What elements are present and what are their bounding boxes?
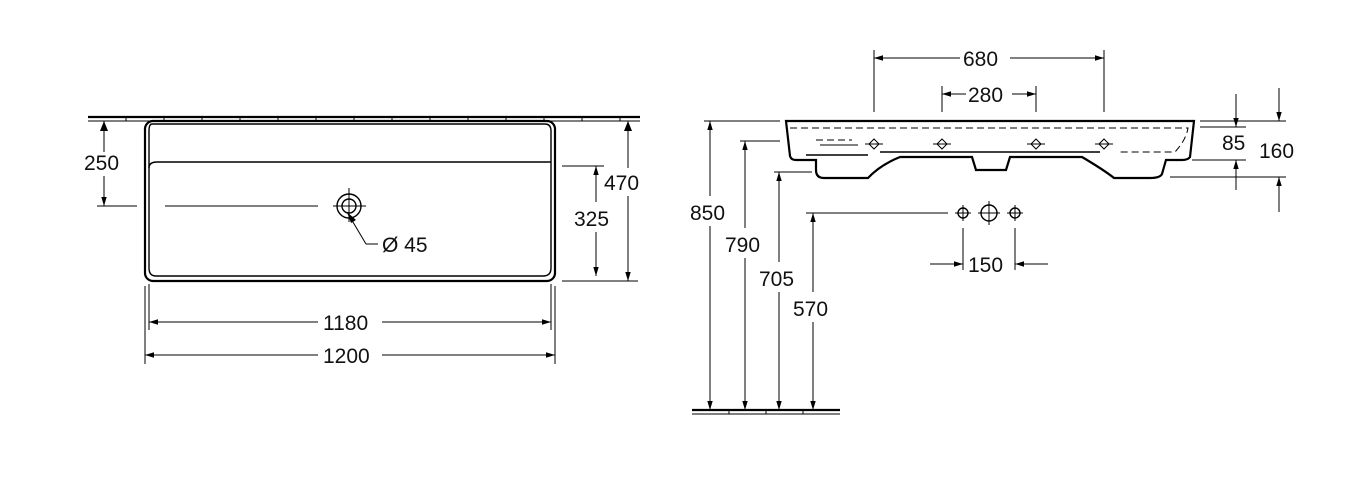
dim-680: 680	[963, 48, 998, 71]
basin-outline-side	[784, 119, 1196, 180]
dim-850: 850	[690, 202, 725, 225]
side-view: 680 280 85 160	[690, 48, 1294, 415]
tap-hole	[165, 188, 366, 222]
dim-1180: 1180	[323, 312, 368, 335]
dim-85: 85	[1222, 132, 1245, 155]
wall-tap-connectors	[955, 201, 1023, 225]
top-view: Ø 45 250 470 325 1180 1200	[84, 115, 640, 368]
hole-diameter-label: Ø 45	[382, 234, 428, 257]
dim-1200: 1200	[323, 345, 370, 368]
basin-outline-top	[143, 119, 557, 283]
dim-790: 790	[725, 234, 760, 257]
dim-160: 160	[1259, 140, 1294, 163]
floor-line	[692, 408, 840, 415]
dim-705: 705	[759, 268, 794, 291]
side-tap-holes	[865, 138, 1113, 150]
dim-280: 280	[968, 84, 1003, 107]
dim-250: 250	[84, 152, 119, 175]
dim-325: 325	[574, 208, 609, 231]
dim-470: 470	[604, 172, 639, 195]
dim-150: 150	[968, 254, 1003, 277]
dim-570: 570	[793, 298, 828, 321]
